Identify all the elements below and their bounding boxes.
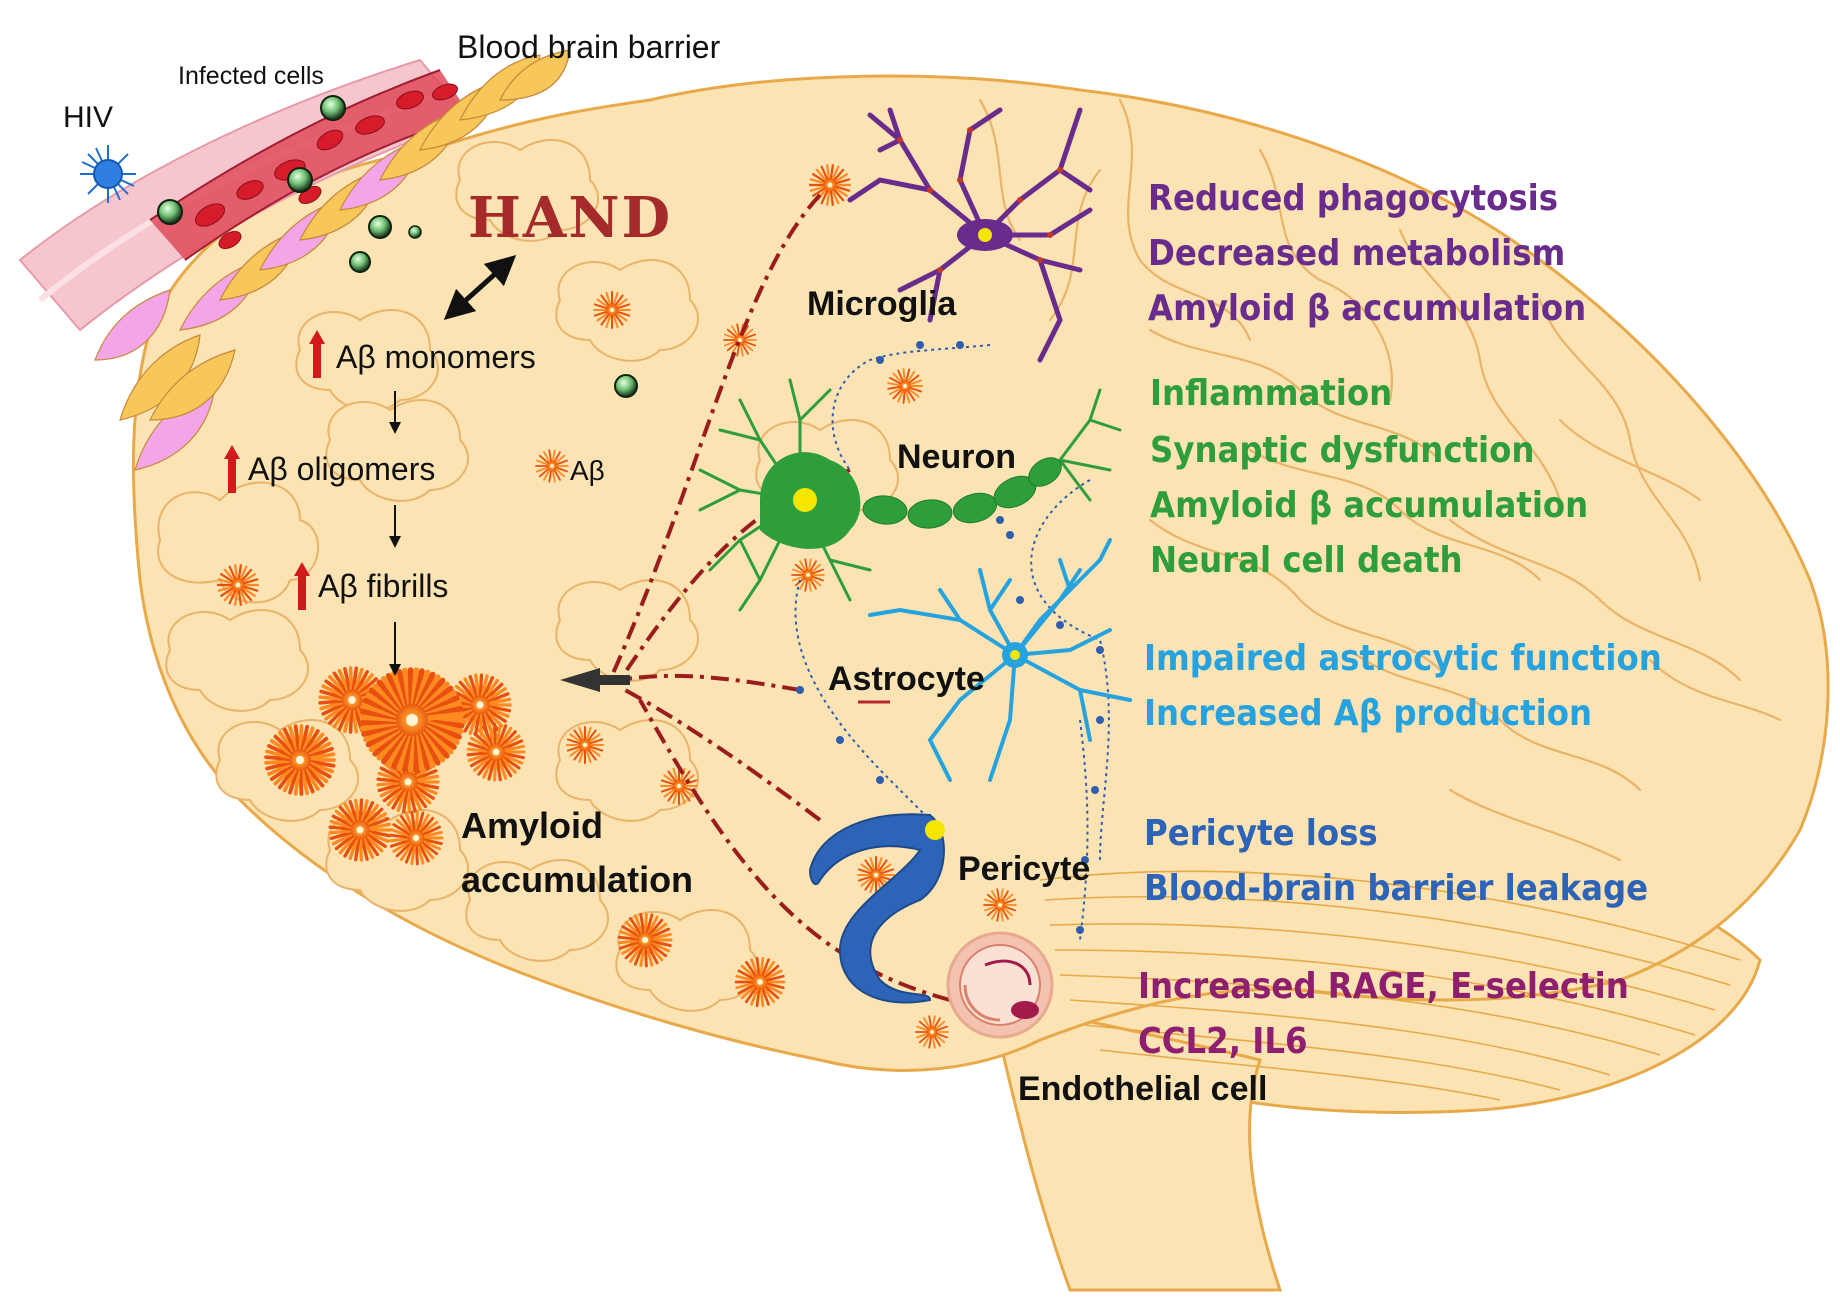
pericyte-effects: Pericyte loss Blood-brain barrier leakag… bbox=[1144, 813, 1648, 909]
amyloid-plaque bbox=[216, 564, 260, 606]
hand-label: HAND bbox=[468, 185, 672, 251]
neuron-effect: Neural cell death bbox=[1150, 540, 1463, 581]
endothelial-effect: Increased RAGE, E-selectin bbox=[1138, 966, 1629, 1007]
brain-gyri bbox=[978, 98, 1782, 862]
pericyte-cell bbox=[808, 813, 945, 1004]
neuron-effect: Synaptic dysfunction bbox=[1150, 430, 1534, 471]
amyloid-plaque bbox=[264, 724, 336, 796]
neuron-nucleus bbox=[793, 488, 817, 512]
endothelial-effects: Increased RAGE, E-selectin CCL2, IL6 bbox=[1138, 966, 1629, 1062]
amyloid-plaque bbox=[328, 798, 392, 862]
endothelial-effect: CCL2, IL6 bbox=[1138, 1021, 1308, 1062]
microglia-nucleus bbox=[978, 228, 992, 242]
red-blood-cells bbox=[194, 83, 458, 250]
cell-connections bbox=[794, 344, 1110, 941]
amyloid-plaque bbox=[466, 722, 526, 782]
microglia-spikes bbox=[897, 127, 1063, 273]
amyloid-label-line1: Amyloid bbox=[461, 805, 603, 846]
amyloid-label-line2: accumulation bbox=[461, 859, 693, 900]
hiv-label: HIV bbox=[63, 101, 113, 134]
microglia-effect: Amyloid β accumulation bbox=[1148, 288, 1586, 329]
bbb-label: Blood brain barrier bbox=[457, 29, 721, 65]
endothelial-label: Endothelial cell bbox=[1018, 1070, 1267, 1108]
microglia-effects: Reduced phagocytosis Decreased metabolis… bbox=[1148, 178, 1586, 329]
astrocyte-effects: Impaired astrocytic function Increased A… bbox=[1144, 638, 1662, 734]
neuron-effect: Inflammation bbox=[1150, 373, 1392, 414]
amyloid-plaque bbox=[376, 750, 440, 814]
amyloid-plaque bbox=[983, 888, 1017, 922]
cerebellum-folia bbox=[1039, 870, 1741, 1101]
astrocyte-cell bbox=[868, 538, 1132, 782]
hiv-virus-icon bbox=[80, 145, 136, 203]
amyloid-plaque bbox=[723, 323, 757, 357]
vessel-lumen bbox=[150, 70, 470, 260]
neuron-axon bbox=[862, 457, 1062, 529]
neuron-effects: Inflammation Synaptic dysfunction Amyloi… bbox=[1150, 373, 1588, 581]
convergence-arrow bbox=[560, 668, 630, 692]
infected-cells bbox=[157, 95, 638, 398]
amyloid-plaque bbox=[566, 726, 604, 764]
amyloid-plaque bbox=[388, 810, 444, 866]
amyloid-plaque bbox=[359, 667, 465, 773]
blood-brain-barrier-illustration bbox=[18, 49, 638, 471]
microglia-effect: Reduced phagocytosis bbox=[1148, 178, 1558, 219]
microglia-label: Microglia bbox=[807, 285, 957, 323]
astrocyte-label: Astrocyte bbox=[828, 660, 985, 698]
amyloid-plaque bbox=[734, 956, 786, 1008]
hand-double-arrow bbox=[443, 254, 517, 321]
astrocyte-nucleus bbox=[1010, 650, 1020, 660]
connection-dots bbox=[796, 341, 1104, 934]
pericyte-nucleus bbox=[925, 820, 945, 840]
astrocyte-effect: Increased Aβ production bbox=[1144, 693, 1592, 734]
neuron-label: Neuron bbox=[897, 438, 1016, 476]
pericyte-label: Pericyte bbox=[958, 850, 1090, 888]
amyloid-plaque bbox=[593, 291, 631, 329]
astrocyte-effect: Impaired astrocytic function bbox=[1144, 638, 1662, 679]
amyloid-plaques bbox=[216, 164, 1017, 1049]
infected-cells-label: Infected cells bbox=[178, 62, 324, 90]
monomers-label: Aβ monomers bbox=[336, 339, 536, 375]
oligomers-label: Aβ oligomers bbox=[248, 451, 435, 487]
neuron-effect: Amyloid β accumulation bbox=[1150, 485, 1588, 526]
neuron-cell bbox=[698, 378, 1122, 612]
amyloid-plaque bbox=[915, 1015, 949, 1049]
increase-arrows bbox=[224, 330, 325, 610]
pericyte-effect: Blood-brain barrier leakage bbox=[1144, 868, 1648, 909]
pericyte-effect: Pericyte loss bbox=[1144, 813, 1378, 854]
endfeet-fan bbox=[94, 49, 571, 471]
fibrills-label: Aβ fibrills bbox=[318, 568, 448, 604]
abeta-label: Aβ bbox=[570, 455, 605, 486]
amyloid-plaque bbox=[617, 912, 673, 968]
endothelial-cell bbox=[946, 931, 1054, 1039]
amyloid-plaque bbox=[535, 449, 569, 483]
microglia-effect: Decreased metabolism bbox=[1148, 233, 1565, 274]
amyloid-plaque bbox=[808, 164, 852, 206]
amyloid-plaque bbox=[887, 368, 923, 404]
